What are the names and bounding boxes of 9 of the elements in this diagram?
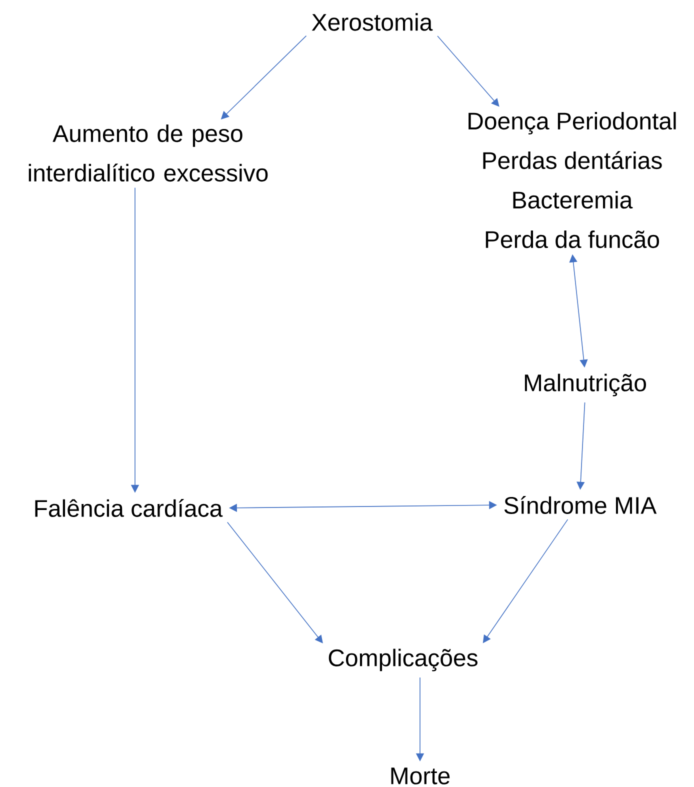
arrow xyxy=(227,522,323,644)
node-text: Síndrome MIA xyxy=(504,496,657,514)
node-text: Complicações xyxy=(328,648,478,672)
node-text: Falência cardíaca xyxy=(35,499,223,517)
node-text: Xerostomia xyxy=(312,13,433,31)
node-text: Doença Periodontal Perdas dentárias Bacteremia Perda da funcão xyxy=(468,112,676,248)
node-text: Aumento de peso interdialítico excessivo xyxy=(28,124,268,182)
node-text: Malnutrição xyxy=(524,374,646,396)
node-text: Morte xyxy=(391,768,450,784)
